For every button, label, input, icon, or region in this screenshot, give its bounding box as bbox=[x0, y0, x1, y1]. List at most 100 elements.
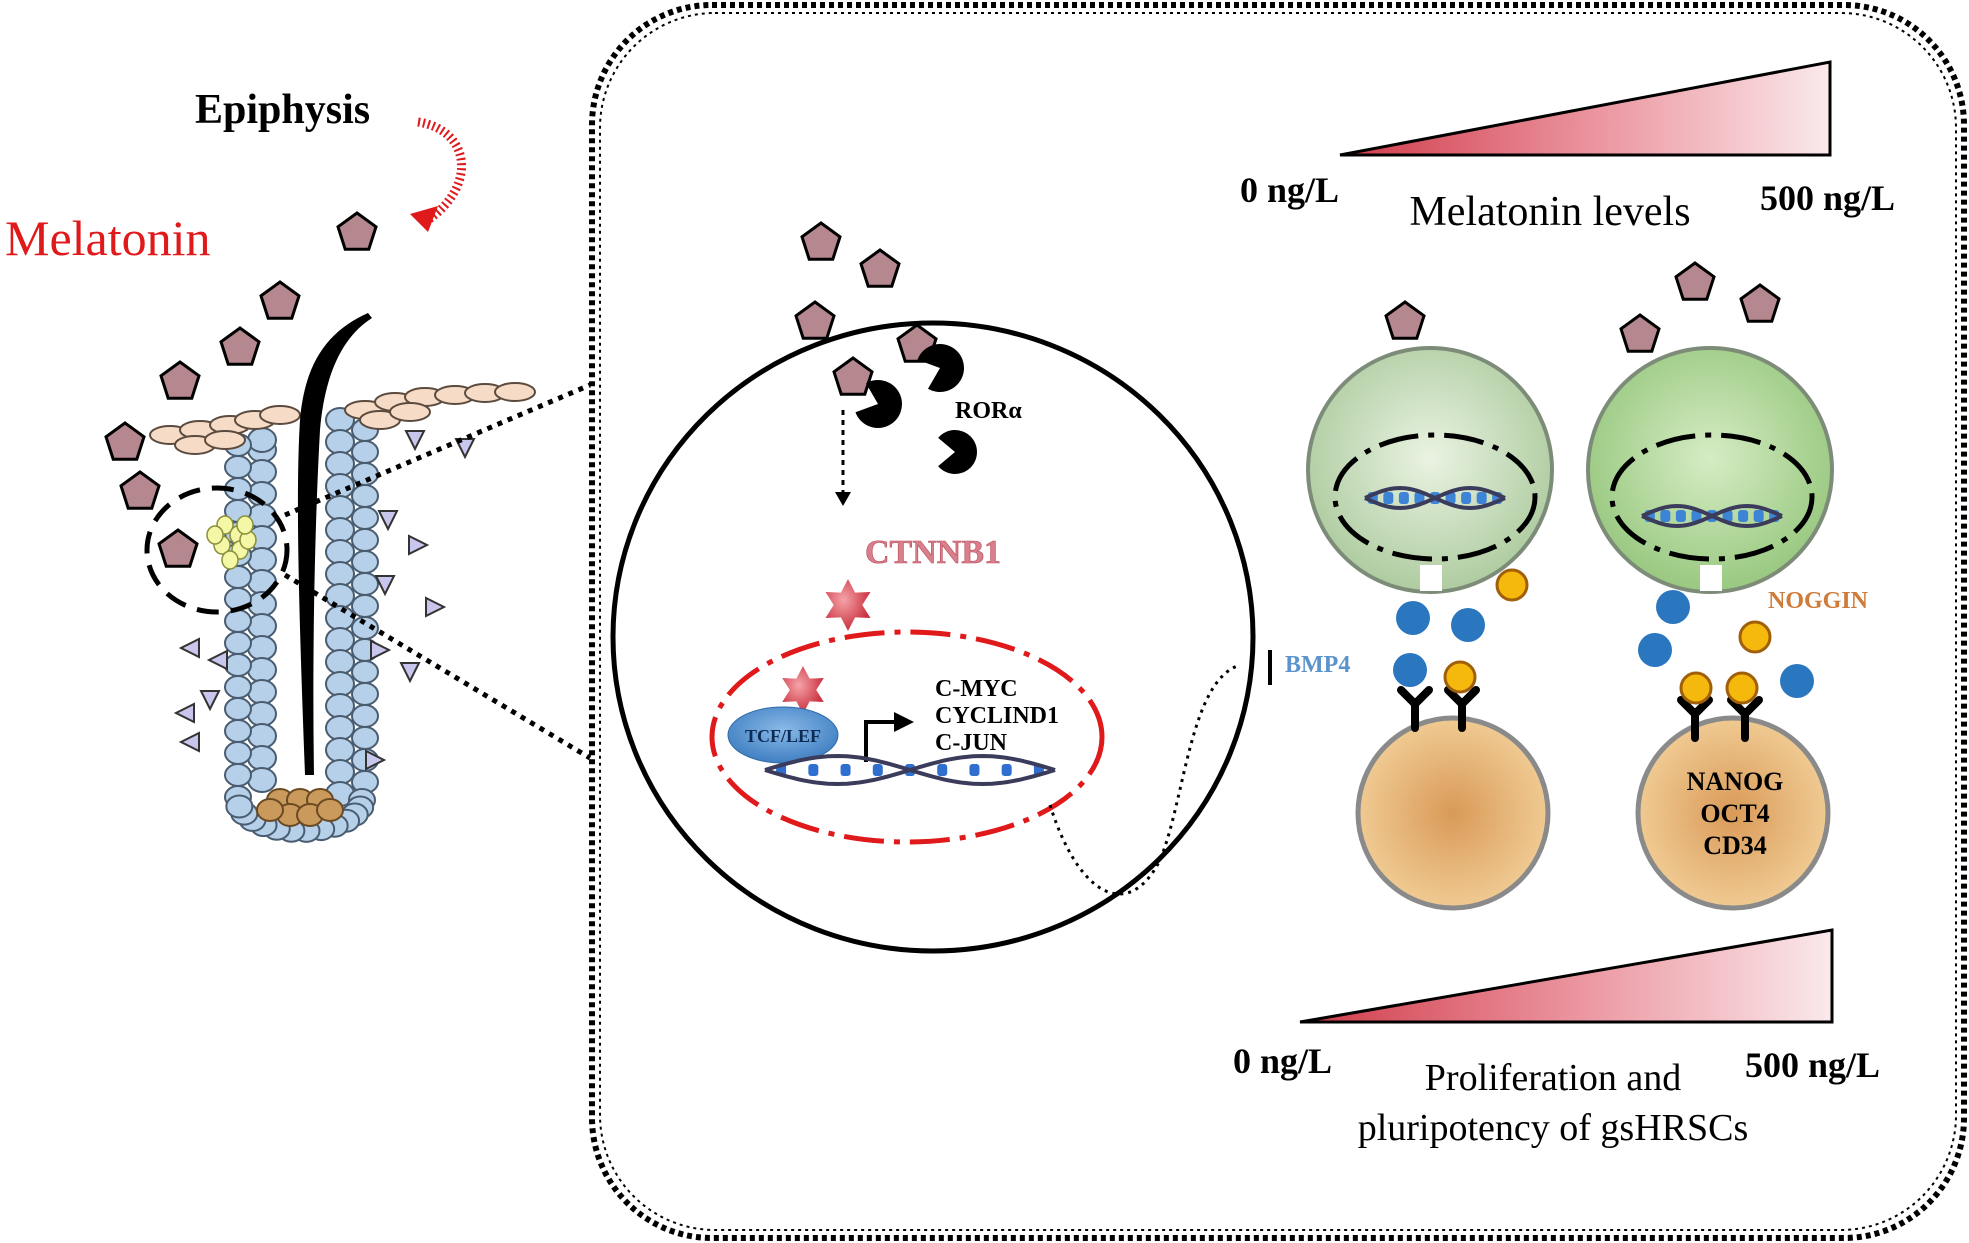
rora-receptor-icon bbox=[855, 380, 902, 429]
bulge-stem-cell bbox=[206, 525, 224, 545]
rora-receptor-icon bbox=[938, 430, 977, 475]
bmp4-molecule bbox=[1656, 590, 1690, 624]
follicle-cell bbox=[224, 609, 252, 633]
follicle-cell bbox=[351, 682, 379, 706]
noggin-molecule bbox=[1738, 620, 1772, 654]
ctnnb1-label: CTNNB1 bbox=[865, 534, 1001, 571]
signal-triangles bbox=[173, 430, 476, 771]
rora-receptors bbox=[855, 344, 977, 475]
target-gene-1: C-MYC bbox=[935, 676, 1018, 702]
follicle-cell bbox=[351, 484, 379, 508]
melatonin-pentagon-icon bbox=[157, 528, 199, 568]
cell-pair-high: NANOG OCT4 CD34 NOGGIN bbox=[1586, 261, 1869, 911]
follicle-cell bbox=[325, 649, 355, 675]
follicle-cell bbox=[325, 737, 355, 763]
signal-triangle-icon bbox=[199, 690, 221, 712]
melatonin-pentagon-icon bbox=[1384, 300, 1426, 340]
follicle-cell bbox=[247, 635, 277, 661]
noggin-molecule bbox=[1495, 568, 1529, 602]
marker-nanog: NANOG bbox=[1687, 767, 1784, 796]
bmp4-molecule bbox=[1451, 608, 1485, 642]
cell-membrane bbox=[610, 320, 1256, 954]
melatonin-pentagon-icon bbox=[832, 356, 874, 396]
stem-cell-low bbox=[1355, 715, 1551, 911]
melatonin-pentagon-icon bbox=[800, 221, 842, 261]
melatonin-molecules-left bbox=[104, 211, 378, 568]
follicle-cell bbox=[351, 528, 379, 552]
dna-base-pair bbox=[1445, 492, 1456, 504]
follicle-cell bbox=[351, 594, 379, 618]
signal-triangle-icon bbox=[425, 596, 447, 618]
secretion-arrow-head bbox=[410, 206, 438, 232]
melatonin-gradient-wedge bbox=[1339, 60, 1832, 157]
proliferation-title-line1: Proliferation and bbox=[1425, 1057, 1681, 1099]
zoom-line-top bbox=[284, 382, 591, 518]
bulge-stem-cell bbox=[221, 550, 239, 570]
proliferation-gradient-wedge bbox=[1299, 928, 1834, 1024]
signal-triangle-icon bbox=[365, 749, 387, 771]
signal-triangle-icon bbox=[178, 731, 200, 753]
dna-base-pair bbox=[1675, 510, 1686, 522]
follicle-cell bbox=[247, 657, 277, 683]
follicle-cell bbox=[351, 572, 379, 596]
follicle-cell bbox=[351, 704, 379, 728]
dna-base-pair bbox=[1660, 510, 1671, 522]
follicle-cell bbox=[225, 794, 254, 819]
follicle-cell bbox=[247, 427, 277, 453]
mechanism-box-inner bbox=[599, 12, 1957, 1231]
proliferation-max-label: 500 ng/L bbox=[1745, 1045, 1880, 1085]
follicle-cell bbox=[351, 726, 379, 750]
papilla-cell bbox=[316, 798, 344, 822]
dna-base-pair bbox=[1001, 764, 1012, 776]
follicle-cell bbox=[224, 631, 252, 655]
follicle-cell bbox=[351, 440, 379, 464]
melatonin-pentagon-icon bbox=[159, 360, 201, 400]
proliferation-min-label: 0 ng/L bbox=[1233, 1041, 1332, 1081]
follicle-cell bbox=[247, 745, 277, 771]
papilla-cell bbox=[256, 798, 284, 822]
dna-base-pair bbox=[872, 764, 883, 776]
hair-shaft bbox=[297, 313, 372, 775]
follicle-cell bbox=[325, 561, 355, 587]
follicle-cell bbox=[247, 723, 277, 749]
secretion-pore-low bbox=[1420, 565, 1442, 591]
receptor-y-icon bbox=[1397, 686, 1433, 732]
bmp4-label: BMP4 bbox=[1285, 652, 1350, 678]
dna-base-pair bbox=[840, 764, 851, 776]
melatonin-molecules-low bbox=[1384, 300, 1426, 340]
melatonin-pentagon-icon bbox=[1674, 261, 1716, 301]
transcription-arrow-head bbox=[894, 712, 914, 732]
target-gene-3: C-JUN bbox=[935, 730, 1008, 756]
follicle-cell bbox=[351, 462, 379, 486]
follicle-cell bbox=[224, 675, 252, 699]
follicle-cell bbox=[247, 767, 277, 793]
ctnnb1-star-icon bbox=[825, 579, 871, 631]
niche-nucleus-high bbox=[1609, 432, 1815, 562]
follicle-cell bbox=[247, 459, 277, 485]
signal-triangle-icon bbox=[408, 534, 430, 556]
sheath-cell bbox=[259, 405, 301, 425]
follicle-cell bbox=[247, 547, 277, 573]
dna-base-pair bbox=[1476, 492, 1487, 504]
follicle-cell bbox=[247, 613, 277, 639]
bmp4-molecule bbox=[1638, 633, 1672, 667]
melatonin-pentagon-icon bbox=[104, 421, 146, 461]
follicle-cell bbox=[351, 660, 379, 684]
receptors-high bbox=[1677, 696, 1763, 742]
follicle-cell bbox=[224, 719, 252, 743]
dna-strand bbox=[1364, 485, 1506, 511]
melatonin-pentagon-icon bbox=[1619, 313, 1661, 353]
follicle-cell bbox=[325, 495, 355, 521]
receptor-y-icon bbox=[1444, 686, 1480, 732]
bmp4-molecule bbox=[1780, 664, 1814, 698]
melatonin-pentagon-icon bbox=[219, 326, 261, 366]
noggin-label: NOGGIN bbox=[1768, 588, 1869, 614]
receptor-y-icon bbox=[1677, 696, 1713, 742]
follicle-cell bbox=[351, 506, 379, 530]
tcf-lef-label: TCF/LEF bbox=[745, 726, 821, 746]
follicle-cell bbox=[325, 605, 355, 631]
dna-base-pair bbox=[969, 764, 980, 776]
follicle-cell bbox=[325, 627, 355, 653]
dna-base-pair bbox=[808, 764, 819, 776]
melatonin-pentagon-icon bbox=[259, 280, 301, 320]
